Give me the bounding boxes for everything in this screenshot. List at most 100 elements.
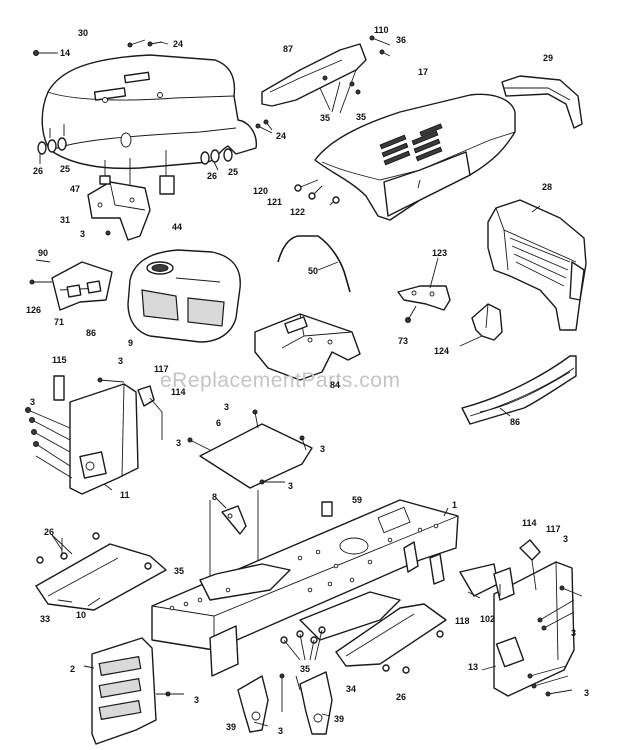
callout-label: 3 [80,229,85,239]
callout-label: 34 [346,684,356,694]
callout-label: 9 [128,338,133,348]
side-panel-11-part [25,375,163,495]
callout-label: 26 [33,166,43,176]
callout-label: 114 [171,387,186,397]
callout-label: 102 [480,614,495,624]
grille-28-part [487,199,587,331]
callout-label: 59 [352,495,362,505]
callout-label: 87 [283,44,293,54]
bracket-39-left-part [237,673,285,733]
rear-bracket-13-part [459,539,583,697]
dash-bracket-84-part [254,313,361,381]
clip-group-right [200,148,233,165]
callout-label: 13 [468,662,478,672]
callout-label: 123 [432,248,447,258]
callout-label: 118 [455,616,470,626]
rear-plate-2-part [91,637,184,745]
callout-label: 1 [452,500,457,510]
callout-label: 35 [174,566,184,576]
callout-label: 3 [563,534,568,544]
fuel-tank-9-part [127,249,241,343]
callout-label: 39 [334,714,344,724]
hood-vent-grille [379,123,443,166]
callout-label: 3 [30,397,35,407]
callout-label: 121 [267,197,282,207]
callout-label: 126 [26,305,41,315]
callout-label: 117 [154,364,169,374]
callout-label: 114 [522,518,537,528]
rod-50-part [277,235,351,293]
frame-1-part [151,499,459,677]
callout-label: 28 [542,182,552,192]
bracket-8-part [215,497,247,535]
bracket-124-part [471,303,503,341]
callout-label: 47 [70,184,80,194]
callout-label: 26 [207,171,217,181]
callout-label: 73 [398,336,408,346]
callout-label: 2 [70,664,75,674]
screw-group-35 [280,626,326,661]
callout-label: 120 [253,186,268,196]
callout-labels: 14 30 24 24 26 25 47 26 25 31 3 44 87 11… [26,25,589,736]
clip-group-left [37,124,67,155]
callout-label: 36 [396,35,406,45]
screw-group-top [33,39,273,134]
callout-label: 31 [60,215,70,225]
callout-label: 124 [434,346,449,356]
cover-71-part [29,259,113,311]
bracket-31-part [87,150,175,241]
callout-label: 86 [86,328,96,338]
callout-label: 26 [396,692,406,702]
callout-label: 8 [212,492,217,502]
bracket-39-right-part [295,671,333,735]
watermark-text: eReplacementParts.com [160,369,400,392]
callout-label: 115 [52,355,67,365]
callout-label: 122 [290,207,305,217]
callout-label: 25 [228,167,238,177]
side-panel-86-right-part [461,355,577,425]
callout-label: 29 [543,53,553,63]
callout-label: 3 [320,444,325,454]
hood-17-part [294,93,516,221]
callout-label: 44 [172,222,182,232]
callout-label: 3 [278,726,283,736]
callout-label: 35 [300,664,310,674]
callout-label: 26 [44,527,54,537]
callout-label: 39 [226,722,236,732]
callout-label: 17 [418,67,428,77]
rear-bracket-screws [527,585,583,697]
callout-label: 10 [76,610,86,620]
callout-label: 84 [330,380,340,390]
frame-holes [169,523,439,611]
leader-lines [39,52,541,727]
callout-label: 3 [571,628,576,638]
hood-top-part [41,54,257,170]
callout-label: 117 [546,524,561,534]
callout-label: 33 [40,614,50,624]
footrest-33-part [35,532,167,611]
callout-label: 3 [224,402,229,412]
bar-29-part [501,75,583,129]
callout-label: 86 [510,417,520,427]
footrest-34-part [335,603,447,674]
callout-label: 30 [78,28,88,38]
callout-label: 11 [120,490,130,500]
callout-label: 90 [38,248,48,258]
callout-label: 3 [584,688,589,698]
dash-panel-87-part [261,35,391,114]
callout-label: 3 [288,481,293,491]
callout-label: 24 [173,39,183,49]
bracket-123-part [397,285,451,323]
callout-label: 25 [60,164,70,174]
callout-label: 3 [118,356,123,366]
callout-label: 6 [216,418,221,428]
callout-label: 35 [356,112,366,122]
callout-label: 35 [320,113,330,123]
callout-label: 3 [176,438,181,448]
callout-label: 24 [276,131,286,141]
callout-label: 110 [374,25,389,35]
callout-label: 71 [54,317,64,327]
callout-label: 3 [194,695,199,705]
callout-label: 50 [308,266,318,276]
